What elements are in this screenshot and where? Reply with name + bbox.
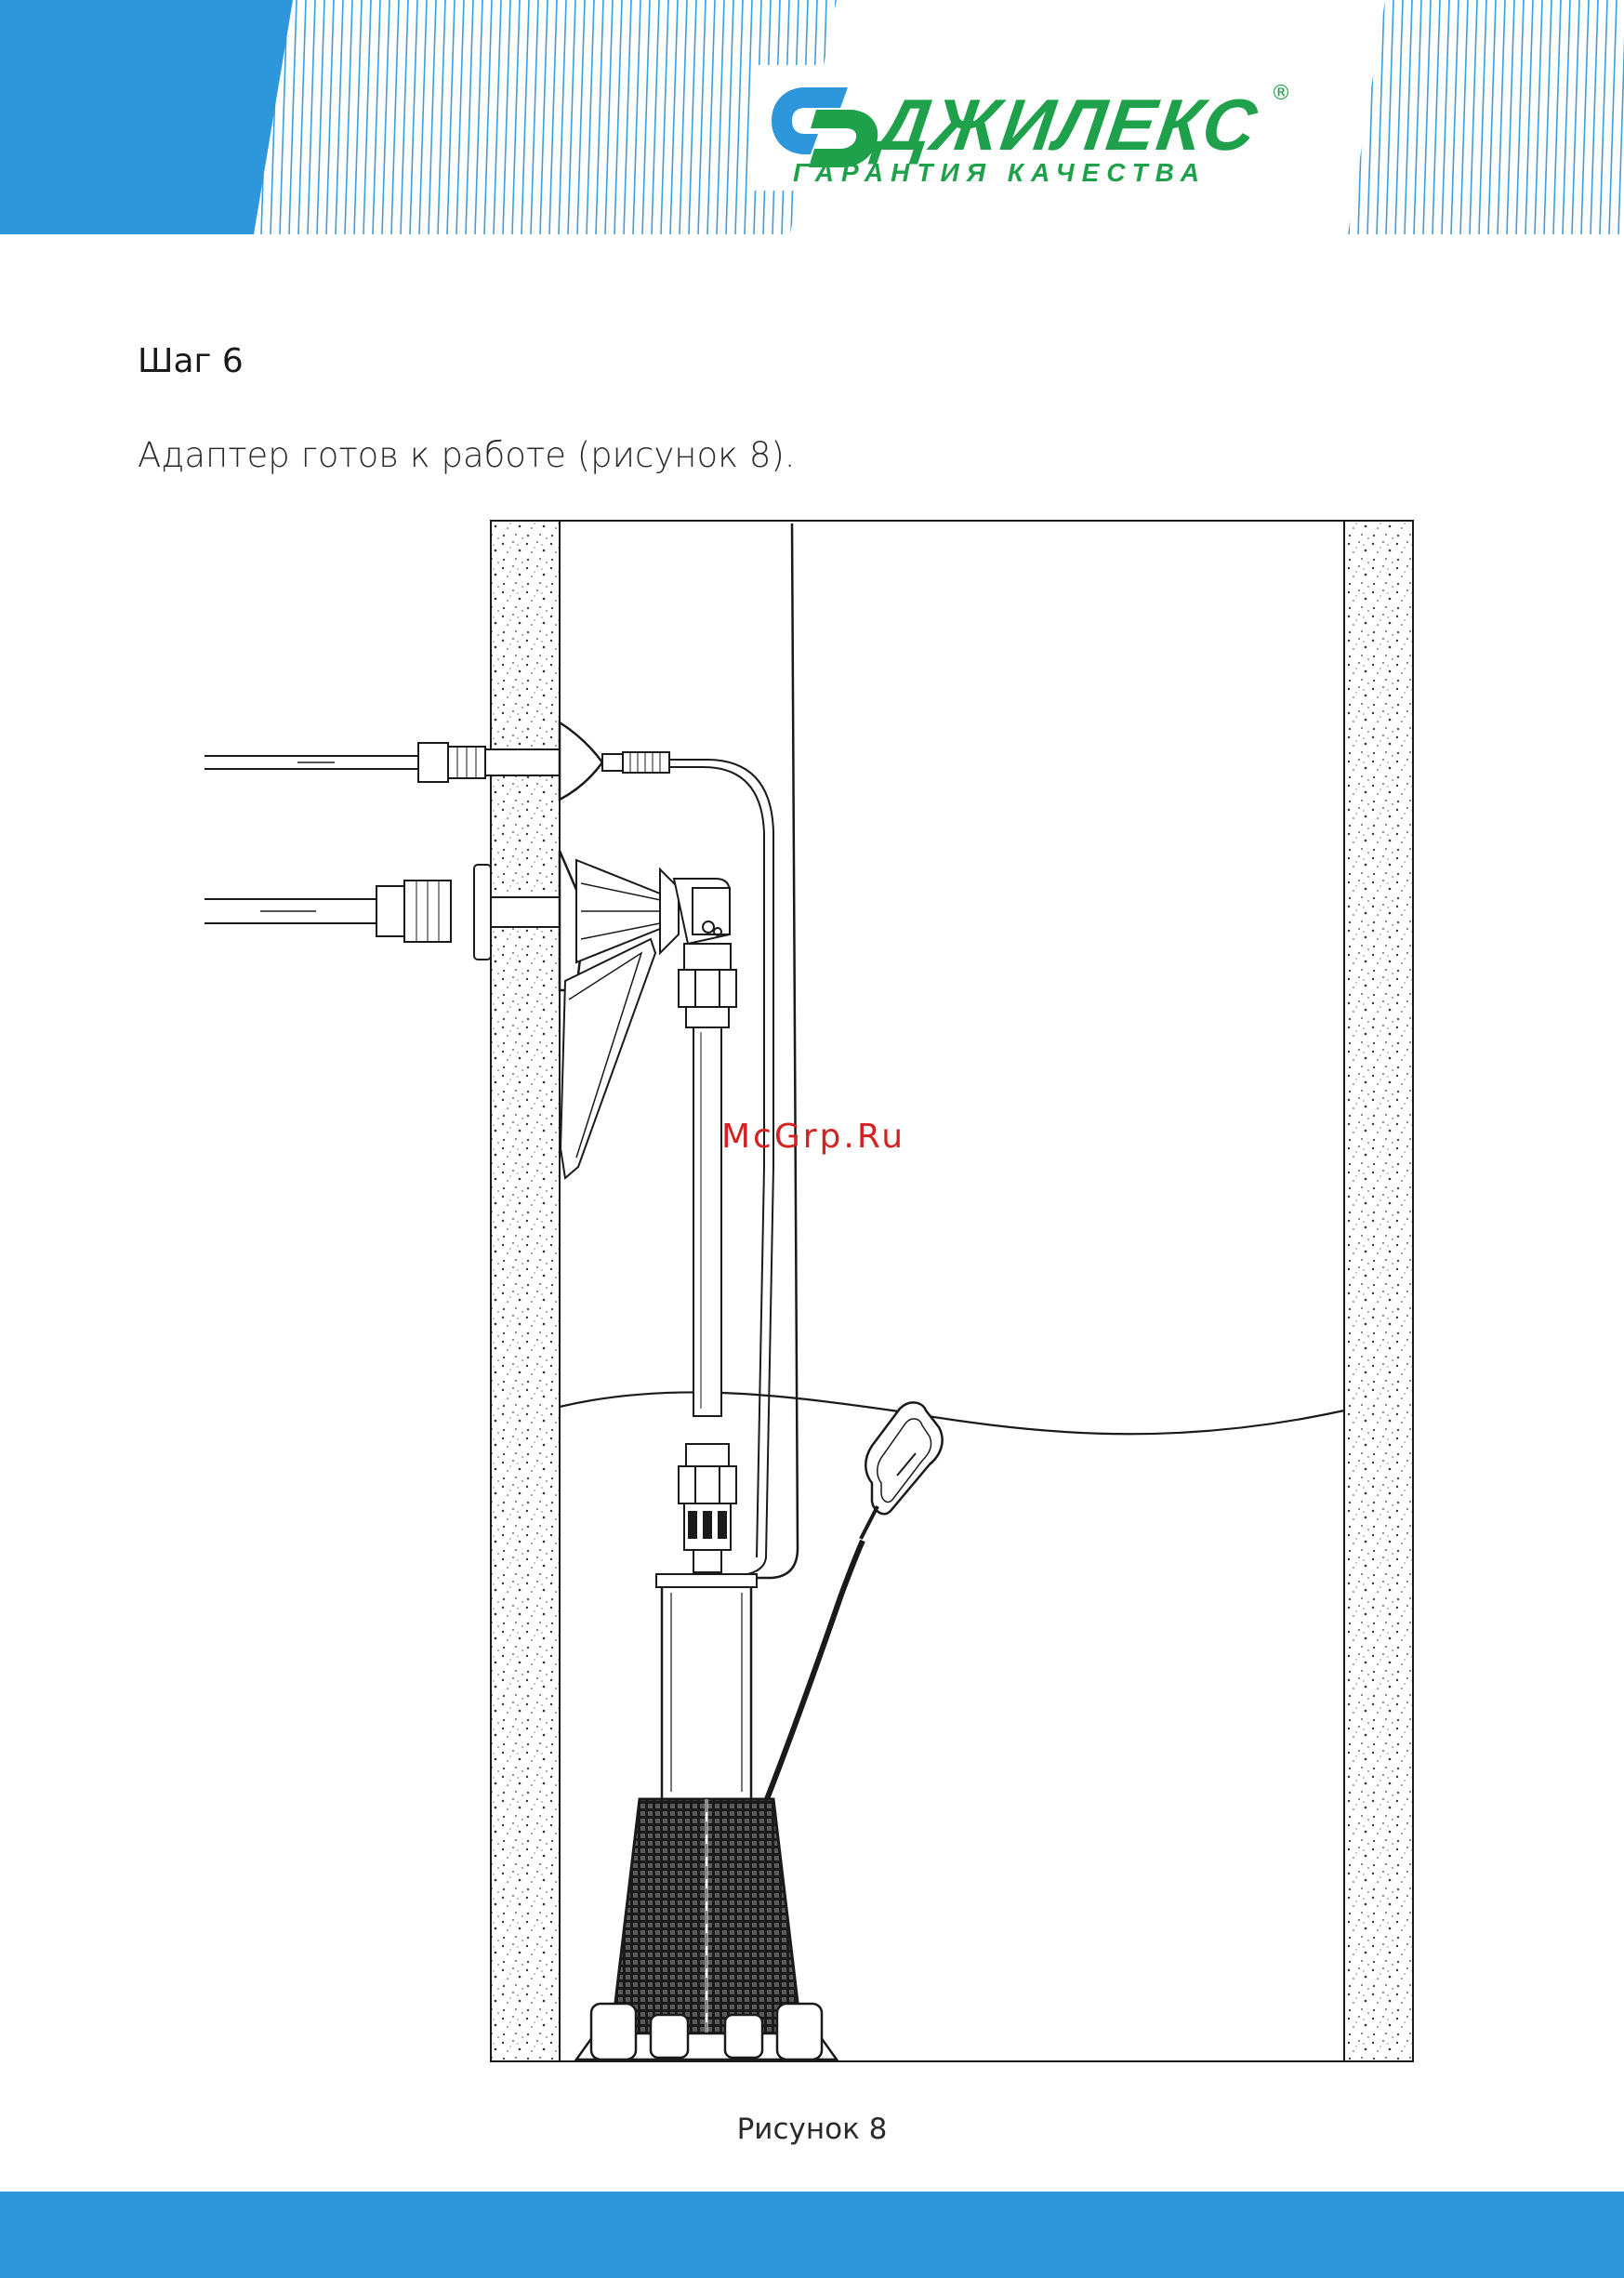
well-wall-right [1344,521,1413,2061]
registered-mark: ® [1271,82,1291,105]
step-description: Адаптер готов к работе (рисунок 8). [138,435,796,475]
page-header: ДЖИЛЕКС ® ГАРАНТИЯ КАЧЕСТВА [0,0,1624,234]
upper-external-pipe [205,722,669,800]
watermark-text: McGrp.Ru [721,1118,905,1156]
header-stripes-graphic [0,0,1624,234]
header-blue-block [0,0,293,234]
safety-rope [711,523,798,1578]
step-title: Шаг 6 [138,342,244,380]
installation-figure [186,516,1432,2073]
float-switch [767,1402,943,1799]
drainage-pump [576,1574,837,2059]
riser-pipe [679,944,736,1572]
brand-tagline: ГАРАНТИЯ КАЧЕСТВА [793,160,1207,186]
brand-logo-text: ДЖИЛЕКС [874,88,1263,161]
water-level-line [560,1392,1344,1434]
footer-bar [0,2192,1624,2278]
figure-caption: Рисунок 8 [0,2112,1624,2146]
well-pump-drawing [186,516,1432,2073]
